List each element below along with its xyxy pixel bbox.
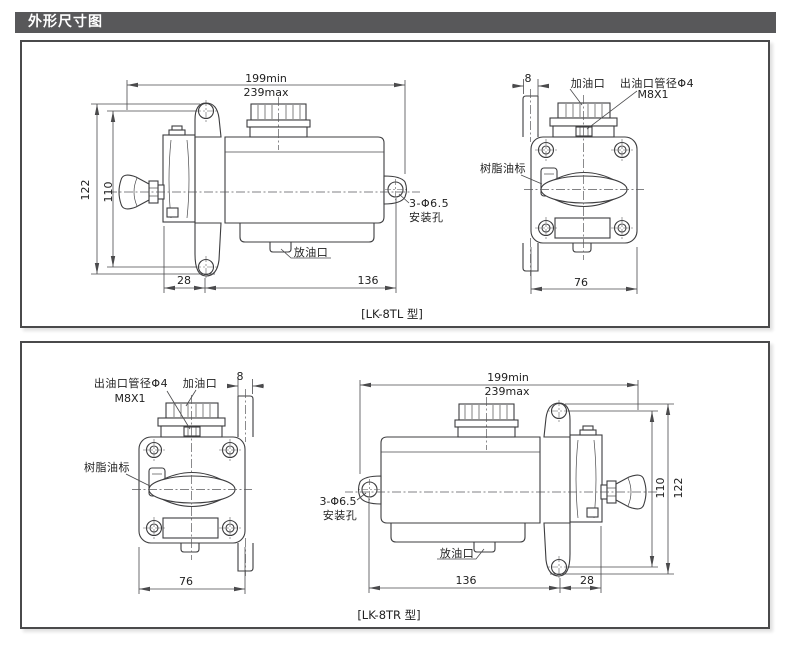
dim-hole-spacing: 110	[102, 182, 115, 203]
leader-fill-port	[569, 88, 583, 106]
leader-outlet-port	[586, 90, 638, 130]
dim-height-total: 122	[79, 180, 92, 201]
label-outlet-thread: M8X1	[114, 392, 145, 405]
label-outlet-port: 出油口管径Φ4	[94, 376, 168, 390]
dim-height-total: 122	[672, 478, 685, 499]
dim-width-max: 239max	[244, 86, 289, 99]
leader-mounting-holes	[398, 193, 410, 204]
section-title-bar: 外形尺寸图	[15, 12, 776, 33]
label-outlet-thread: M8X1	[637, 88, 668, 101]
label-drain-port: 放油口	[440, 546, 475, 560]
leader-oil-gauge	[520, 174, 543, 185]
leader-fill-port	[185, 389, 197, 407]
side-view-lk8tr	[344, 396, 658, 579]
front-view-lk8tr	[132, 395, 252, 594]
dim-front-width: 76	[179, 575, 193, 588]
leader-outlet-port	[166, 390, 191, 430]
label-fill-port: 加油口	[571, 76, 606, 90]
label-oil-gauge: 树脂油标	[480, 161, 526, 175]
label-outlet-port: 出油口管径Φ4	[620, 76, 694, 90]
leader-drain-port	[437, 548, 485, 560]
label-mounting-holes-text: 安装孔	[409, 210, 444, 224]
label-mounting-holes-size: 3-Φ6.5	[409, 197, 449, 210]
label-mounting-holes-size: 3-Φ6.5	[319, 495, 356, 508]
label-drain-port: 放油口	[294, 245, 329, 259]
dim-width-max: 239max	[485, 385, 530, 398]
front-view-lk8tl	[524, 95, 644, 294]
dim-bracket-depth: 8	[525, 72, 532, 85]
dim-length: 136	[456, 574, 477, 587]
label-oil-gauge: 树脂油标	[84, 460, 130, 474]
model-caption-lk8tr: [LK-8TR 型]	[357, 608, 420, 622]
dim-offset: 28	[580, 574, 594, 587]
dim-offset: 28	[177, 274, 191, 287]
side-view-lk8tl	[107, 96, 421, 279]
leader-oil-gauge	[125, 473, 151, 487]
dim-front-width: 76	[574, 276, 588, 289]
label-mounting-holes-text: 安装孔	[323, 508, 358, 522]
dim-hole-spacing: 110	[654, 478, 667, 499]
dim-length: 136	[358, 274, 379, 287]
drawing-lk8tr: 199min 239max 110 122 136 28 放油口 3-Φ6.5 …	[84, 370, 685, 622]
leader-mounting-holes	[356, 492, 367, 501]
dim-width-min: 199min	[487, 371, 529, 384]
section-title: 外形尺寸图	[28, 14, 103, 30]
label-fill-port: 加油口	[183, 376, 218, 390]
drawing-lk8tl: 199min 239max 122 110 28 136 放油口 3-Φ6.5 …	[79, 72, 694, 321]
leader-drain-port	[280, 248, 331, 259]
dim-width-min: 199min	[245, 72, 287, 85]
dim-bracket-depth: 8	[237, 370, 244, 383]
model-caption-lk8tl: [LK-8TL 型]	[361, 307, 423, 321]
